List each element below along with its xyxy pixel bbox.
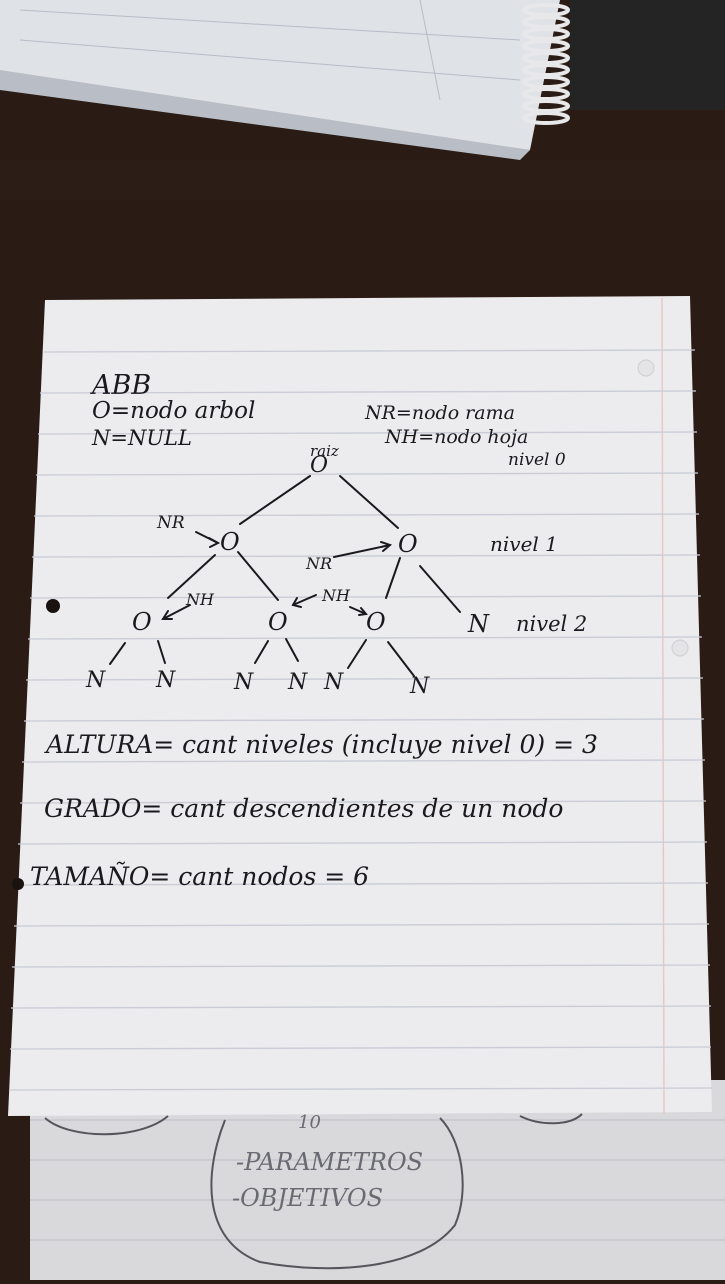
- tree-level-2: nivel 2: [516, 612, 588, 636]
- tree-level-1: nivel 1: [490, 532, 558, 556]
- lower-page-circle: [210, 1117, 464, 1270]
- lower-page-number: 10: [298, 1112, 321, 1133]
- margin-line: [661, 297, 665, 1115]
- tree-node-l2-a: O: [132, 608, 152, 636]
- legend-null: N=NULL: [92, 426, 192, 450]
- tree-null-5: N: [324, 670, 344, 695]
- tree-node-l1-left: O: [220, 528, 240, 556]
- spiral-notebook: [0, 0, 725, 160]
- punch-hole-right-mid: [671, 639, 689, 657]
- notebook-sheet: [8, 296, 713, 1116]
- tree-nh-mid: NH: [322, 586, 350, 605]
- tree-node-l1-right: O: [398, 530, 418, 558]
- tree-null-4: N: [288, 670, 308, 695]
- altura-definition: ALTURA= cant niveles (incluye nivel 0) =…: [46, 730, 598, 759]
- lower-page-item-2: -OBJETIVOS: [232, 1184, 384, 1212]
- punch-hole-right-top: [637, 359, 655, 377]
- tree-nr-right: NR: [306, 554, 333, 573]
- lower-page-item-1: -PARAMETROS: [236, 1148, 424, 1176]
- tree-edges: [109, 475, 461, 677]
- legend-node: O=nodo arbol: [92, 398, 256, 424]
- ruled-lines: [8, 349, 713, 1091]
- tamano-definition: TAMAÑO= cant nodos = 6: [30, 862, 370, 891]
- table-grain: [0, 160, 725, 200]
- tree-node-l2-c: O: [366, 608, 386, 636]
- grado-definition: GRADO= cant descendientes de un nodo: [44, 794, 564, 823]
- tree-null-2: N: [156, 668, 176, 693]
- notes-title: ABB: [92, 370, 152, 401]
- tree-level-0: nivel 0: [508, 450, 566, 470]
- punch-hole-left: [46, 599, 60, 613]
- tree-node-root: O: [310, 453, 329, 478]
- tree-node-l2-b: O: [268, 608, 288, 636]
- tree-null-l2: N: [468, 610, 489, 638]
- punch-hole-left-low: [12, 878, 24, 890]
- tree-null-1: N: [86, 668, 106, 693]
- tree-null-6: N: [410, 674, 430, 699]
- notebook-spiral-coils: [522, 3, 570, 125]
- tree-nr-left: NR: [157, 513, 185, 533]
- legend-nr: NR=nodo rama: [365, 402, 515, 424]
- tree-root-label: raiz: [310, 442, 339, 460]
- tree-null-3: N: [234, 670, 254, 695]
- tree-nh-left: NH: [186, 590, 214, 609]
- legend-nh: NH=nodo hoja: [385, 426, 529, 448]
